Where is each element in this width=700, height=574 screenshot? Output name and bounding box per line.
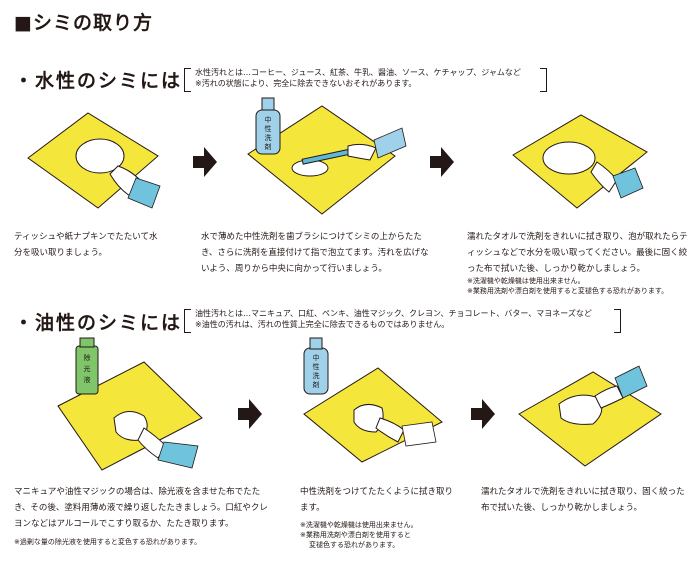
water-step3-illustration [512,114,648,209]
oil-step3-text: 濡れたタオルで洗剤をきれいに拭き取り、固く絞った布で拭いた後、しっかり乾かしまし… [481,487,685,513]
arrow-right-icon [430,147,454,177]
arrow-right-icon [238,399,262,429]
water-note-line1: 水性汚れとは…コーヒー、ジュース、紅茶、牛乳、醤油、ソース、ケチャップ、ジャムな… [195,68,521,77]
oil-section-heading: ・油性のシミには [14,312,183,334]
oil-step1-note: ※過剰な量の除光液を使用すると変色する恐れがあります。 [14,538,202,546]
svg-text:光: 光 [84,364,91,373]
oil-step2-note3: 変褪色する恐れがあります。 [309,541,400,549]
bracket-right [540,68,547,92]
water-step3-note2: ※業務用洗剤や漂白剤を使用すると変褪色する恐れがあります。 [467,287,669,295]
oil-note: 油性汚れとは…マニキュア、口紅、ペンキ、油性マジック、クレヨン、チョコレート、バ… [195,308,592,330]
svg-text:洗: 洗 [265,133,272,142]
water-step2-text: 水で薄めた中性洗剤を歯ブラシにつけてシミの上からたたき、さらに洗剤を直接付けて指… [201,232,429,274]
water-step2-illustration: 中 性 洗 剤 [247,97,407,215]
oil-step3-illustration [518,365,662,467]
svg-text:剤: 剤 [265,142,272,151]
svg-text:性: 性 [265,124,272,133]
oil-step2-note: ※洗濯機や乾燥機は使用出来ません。 ※業務用洗剤や漂白剤を使用すると 変褪色する… [300,520,418,550]
page-title: ■シミの取り方 [14,12,153,34]
svg-text:性: 性 [313,362,320,371]
oil-step2-note1: ※洗濯機や乾燥機は使用出来ません。 [300,521,418,529]
svg-text:中: 中 [265,115,272,124]
svg-text:中: 中 [313,353,320,362]
arrow-right-icon [471,399,495,429]
bracket-left [184,309,191,333]
water-step3-text: 濡れたタオルで洗剤をきれいに拭き取り、泡が取れたらティッシュなどで水分を吸い取っ… [467,232,688,274]
arrow-right-icon [193,147,217,177]
oil-step2-note2: ※業務用洗剤や漂白剤を使用すると [300,531,411,539]
water-step1-text: ティッシュや紙ナプキンでたたいて水分を吸い取りましょう。 [14,232,158,258]
towel-icon [542,141,596,175]
svg-text:洗: 洗 [313,371,320,380]
oil-note-line2: ※油性の汚れは、汚れの性質上完全に除去できるものではありません。 [195,320,450,329]
water-step1-illustration [27,112,161,209]
oil-step1-text: マニキュアや油性マジックの場合は、除光液を含ませた布でたたき、その後、塗料用薄め… [14,487,268,529]
towel-icon [558,394,603,425]
water-step3-note1: ※洗濯機や乾燥機は使用出来ません。 [467,277,585,285]
tissue-icon [75,138,125,174]
oil-step2-illustration: 中 性 洗 剤 [303,337,443,463]
bracket-right [614,309,621,333]
oil-note-line1: 油性汚れとは…マニキュア、口紅、ペンキ、油性マジック、クレヨン、チョコレート、バ… [195,309,592,318]
svg-text:剤: 剤 [313,380,320,389]
bracket-left [184,68,191,92]
oil-step2-text: 中性洗剤をつけてたたくように拭き取ります。 [300,487,454,513]
oil-step1-illustration: 除 光 液 [57,337,203,471]
svg-text:除: 除 [84,353,91,362]
water-step3-note: ※洗濯機や乾燥機は使用出来ません。 ※業務用洗剤や漂白剤を使用すると変褪色する恐… [467,276,668,296]
water-note-line2: ※汚れの状態により、完全に除去できないおそれがあります。 [195,79,417,88]
water-section-heading: ・水性のシミには [14,70,183,92]
water-note: 水性汚れとは…コーヒー、ジュース、紅茶、牛乳、醤油、ソース、ケチャップ、ジャムな… [195,67,521,89]
svg-text:液: 液 [84,375,91,384]
